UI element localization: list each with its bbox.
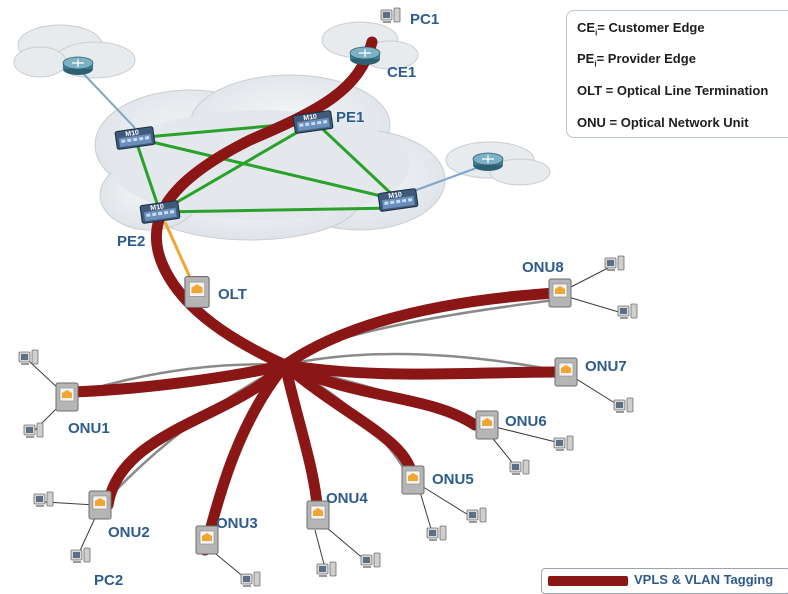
onu2-device <box>88 490 112 520</box>
pc-icon <box>360 552 381 569</box>
onu5-label: ONU5 <box>432 471 474 488</box>
legend-pe: PEi= Provider Edge <box>577 51 696 69</box>
left-site-cloud <box>13 24 136 79</box>
pc-icon <box>604 255 625 272</box>
legend-onu: ONU = Optical Network Unit <box>577 115 749 130</box>
onu8-label: ONU8 <box>522 259 564 276</box>
pe1-label: PE1 <box>336 109 364 126</box>
legend-pe-abbr: PE <box>577 51 595 66</box>
onu7-device <box>554 357 578 387</box>
pc-icon <box>617 303 638 320</box>
legend-pe-sub: i <box>594 59 597 69</box>
onu1-label: ONU1 <box>68 420 110 437</box>
onu2-label: ONU2 <box>108 524 150 541</box>
core-mesh-links <box>133 120 400 214</box>
pc-icon <box>33 491 54 508</box>
vpls-legend: VPLS & VLAN Tagging <box>541 568 788 594</box>
pc-icon <box>553 435 574 452</box>
abbreviation-legend: CEi= Customer Edge PEi= Provider Edge OL… <box>566 10 788 138</box>
onu4-label: ONU4 <box>326 490 368 507</box>
legend-pe-text: = Provider Edge <box>596 51 696 66</box>
pc-icon <box>18 349 39 366</box>
vpls-legend-label: VPLS & VLAN Tagging <box>634 572 774 587</box>
pe2-olt-link <box>163 221 194 283</box>
pc1-icon <box>380 7 401 24</box>
onu7-label: ONU7 <box>585 358 627 375</box>
onu3-label: ONU3 <box>216 515 258 532</box>
legend-ce-sub: i <box>595 28 598 38</box>
ce-router-left <box>62 56 94 76</box>
ce1-router <box>349 46 381 66</box>
pc-icon <box>613 397 634 414</box>
pc1-label: PC1 <box>410 11 439 28</box>
onu1-device <box>55 382 79 412</box>
pc-icon <box>509 459 530 476</box>
onu8-device <box>548 278 572 308</box>
ce1-label: CE1 <box>387 64 416 81</box>
olt-label: OLT <box>218 286 247 303</box>
olt-device <box>184 276 210 308</box>
pc-icon <box>240 571 261 588</box>
core-cloud-fill <box>110 110 410 220</box>
vpls-legend-swatch <box>548 576 628 586</box>
right-site-cloud <box>445 141 551 186</box>
legend-olt: OLT = Optical Line Termination <box>577 83 769 98</box>
legend-ce-abbr: CE <box>577 20 596 35</box>
pc2-label: PC2 <box>94 572 123 589</box>
pc-icon <box>316 561 337 578</box>
onu6-device <box>475 410 499 440</box>
onu3-device <box>195 525 219 555</box>
onu5-device <box>401 465 425 495</box>
pc-icon <box>426 525 447 542</box>
legend-ce: CEi= Customer Edge <box>577 20 705 38</box>
ce-router-right <box>472 152 504 172</box>
pc2-icon <box>70 547 91 564</box>
legend-ce-text: = Customer Edge <box>597 20 705 35</box>
pe2-label: PE2 <box>117 233 145 250</box>
pc-icon <box>466 507 487 524</box>
onu6-label: ONU6 <box>505 413 547 430</box>
pc-icon <box>23 422 44 439</box>
